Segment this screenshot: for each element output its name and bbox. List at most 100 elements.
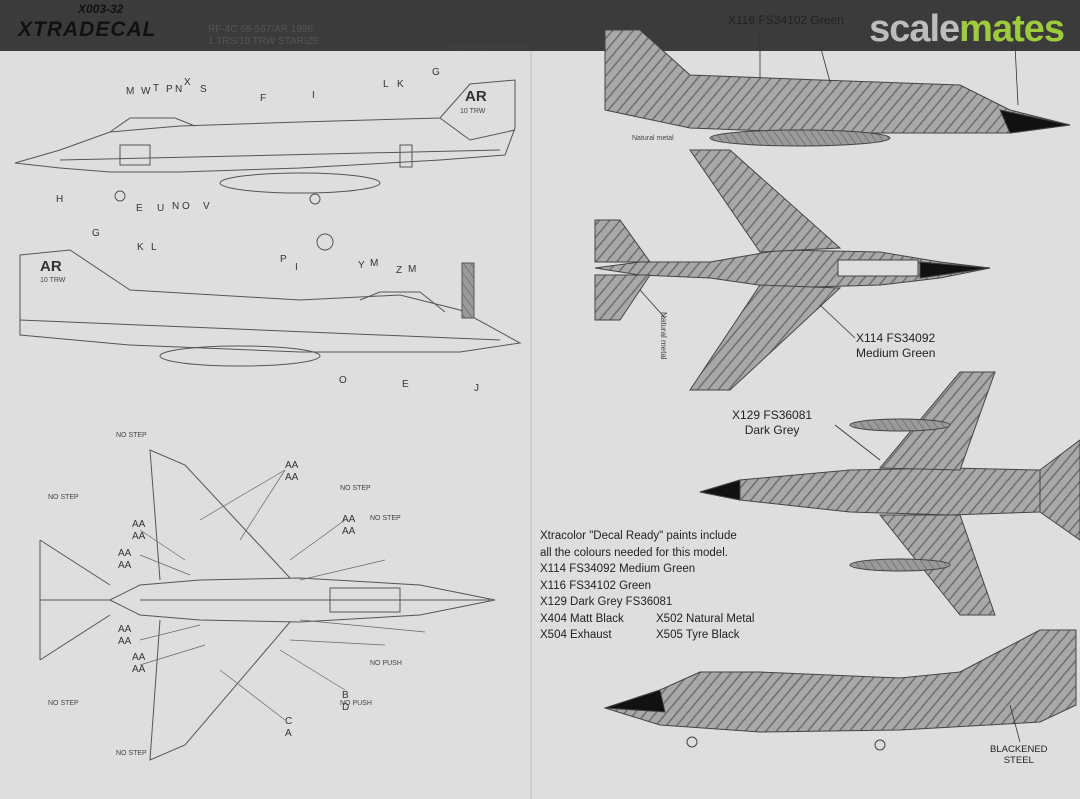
medium-green-code: X114 FS34092 [856, 331, 936, 345]
blackened-steel-line-2: STEEL [1003, 755, 1034, 766]
camo-view-1 [604, 29, 1071, 147]
header-bar: X003-32 XTRADECAL RF-4C 68-567/AR 1986 1… [0, 0, 1080, 51]
reference-letter: E [136, 203, 143, 214]
natural-metal-vertical-note: Natural metal [659, 312, 668, 360]
product-code: X003-32 [78, 2, 124, 16]
natural-metal-note: Natural metal [632, 135, 674, 142]
serial-port: 10 TRW [40, 277, 66, 284]
reference-letter: M [370, 258, 379, 269]
aircraft-info: RF-4C 68-567/AR 1986 1 TRS/10 TRW STARIZ… [208, 24, 320, 48]
reference-letter: F [260, 93, 267, 104]
reference-letter: M [408, 264, 417, 275]
stencil-note: NO STEP [116, 432, 147, 439]
dark-grey-callout: X129 FS36081 Dark Grey [732, 408, 812, 438]
reference-letter: AA [132, 664, 146, 675]
reference-letter: I [295, 262, 298, 273]
reference-letter: AA [342, 514, 356, 525]
paint-line-5a: X504 Exhaust [540, 629, 612, 641]
blackened-steel-line-1: BLACKENED [990, 744, 1048, 755]
reference-letter: AA [118, 624, 132, 635]
reference-letter: Y [358, 260, 365, 271]
dark-grey-name: Dark Grey [744, 423, 800, 437]
page-fold [530, 51, 532, 799]
medium-green-callout: X114 FS34092 Medium Green [856, 331, 935, 361]
stencil-note: NO STEP [340, 485, 371, 492]
reference-letter: AA [342, 526, 356, 537]
reference-letter: H [56, 194, 64, 205]
reference-letter: AA [118, 548, 132, 559]
camo-view-2 [594, 149, 991, 391]
reference-letter: AA [132, 531, 146, 542]
reference-letter: L [383, 79, 389, 90]
paint-line-5b: X505 Tyre Black [656, 629, 740, 641]
reference-letter: K [397, 79, 404, 90]
blackened-steel-callout: BLACKENED STEEL [990, 744, 1048, 766]
reference-letter: AA [118, 560, 132, 571]
reference-letter: AA [118, 636, 132, 647]
paint-notes-intro-2: all the colours needed for this model. [540, 546, 728, 559]
reference-letter: AA [285, 472, 299, 483]
reference-letter: G [92, 228, 100, 239]
reference-letter: I [312, 90, 315, 101]
reference-letter: C [285, 716, 293, 727]
stencil-note: NO STEP [370, 515, 401, 522]
paint-line-4a: X404 Matt Black [540, 612, 624, 625]
plan-view-underside [39, 449, 496, 761]
paint-line-5: X504 Exhaust X505 Tyre Black [540, 627, 754, 644]
paint-line-2: X116 FS34102 Green [540, 579, 652, 592]
stencil-note: NO PUSH [370, 660, 402, 667]
tail-code-starboard: AR [465, 88, 487, 105]
medium-green-name: Medium Green [856, 346, 936, 360]
reference-letter: O [182, 201, 190, 212]
reference-letter: V [203, 201, 210, 212]
reference-letter: M [126, 86, 135, 97]
reference-letter: X [184, 77, 191, 88]
paint-line-3: X129 Dark Grey FS36081 [540, 596, 673, 608]
tail-code-port: AR [40, 258, 62, 275]
stencil-note: NO STEP [48, 700, 79, 707]
reference-letter: AA [132, 652, 146, 663]
reference-letter: U [157, 203, 165, 214]
green-callout: X116 FS34102 Green [728, 13, 844, 27]
side-view-port [19, 233, 522, 367]
reference-letter: D [342, 702, 350, 713]
reference-letter: E [402, 379, 409, 390]
reference-letter: J [474, 383, 479, 394]
side-view-starboard [14, 79, 516, 205]
reference-letter: G [432, 67, 440, 78]
reference-letter: P [280, 254, 287, 265]
serial-starboard: 10 TRW [460, 108, 486, 115]
fin-top-note: FS15044 BLUE FIN TOP [450, 45, 528, 52]
reference-letter: S [200, 84, 207, 95]
dark-grey-code: X129 FS36081 [732, 408, 813, 422]
paint-line-1: X114 FS34092 Medium Green [540, 563, 696, 575]
site-logo-part-1: scale [869, 8, 960, 50]
stencil-note: NO STEP [116, 750, 147, 757]
brand-logo: XTRADECAL [18, 18, 157, 41]
reference-letter: L [151, 242, 157, 253]
reference-letter: K [137, 242, 144, 253]
camo-view-4 [603, 629, 1077, 751]
paint-line-4: X404 Matt Black X502 Natural Metal [540, 611, 754, 628]
paint-notes-intro-1: Xtracolor "Decal Ready" paints include [540, 530, 737, 542]
aircraft-info-line-2: 1 TRS/10 TRW STARIZE [208, 36, 320, 47]
stencil-note: NO PUSH [340, 700, 372, 707]
reference-letter: O [339, 375, 347, 386]
site-logo[interactable]: scalemates [869, 8, 1065, 51]
aircraft-info-line-1: RF-4C 68-567/AR 1986 [208, 24, 314, 35]
camo-view-3 [699, 371, 1080, 616]
reference-letter: Z [396, 265, 403, 276]
reference-letter: T [153, 83, 160, 94]
reference-letter: AA [132, 519, 146, 530]
site-logo-part-2: mates [959, 8, 1065, 50]
reference-letter: N [172, 201, 180, 212]
camo-leader-lines [639, 30, 1021, 743]
reference-letter: W [141, 86, 151, 97]
plan-view-leader-lines [139, 469, 426, 721]
reference-letter: P [166, 84, 173, 95]
paint-notes: Xtracolor "Decal Ready" paints include a… [540, 528, 754, 644]
paint-line-4b: X502 Natural Metal [656, 612, 755, 625]
stencil-note: NO STEP [48, 494, 79, 501]
